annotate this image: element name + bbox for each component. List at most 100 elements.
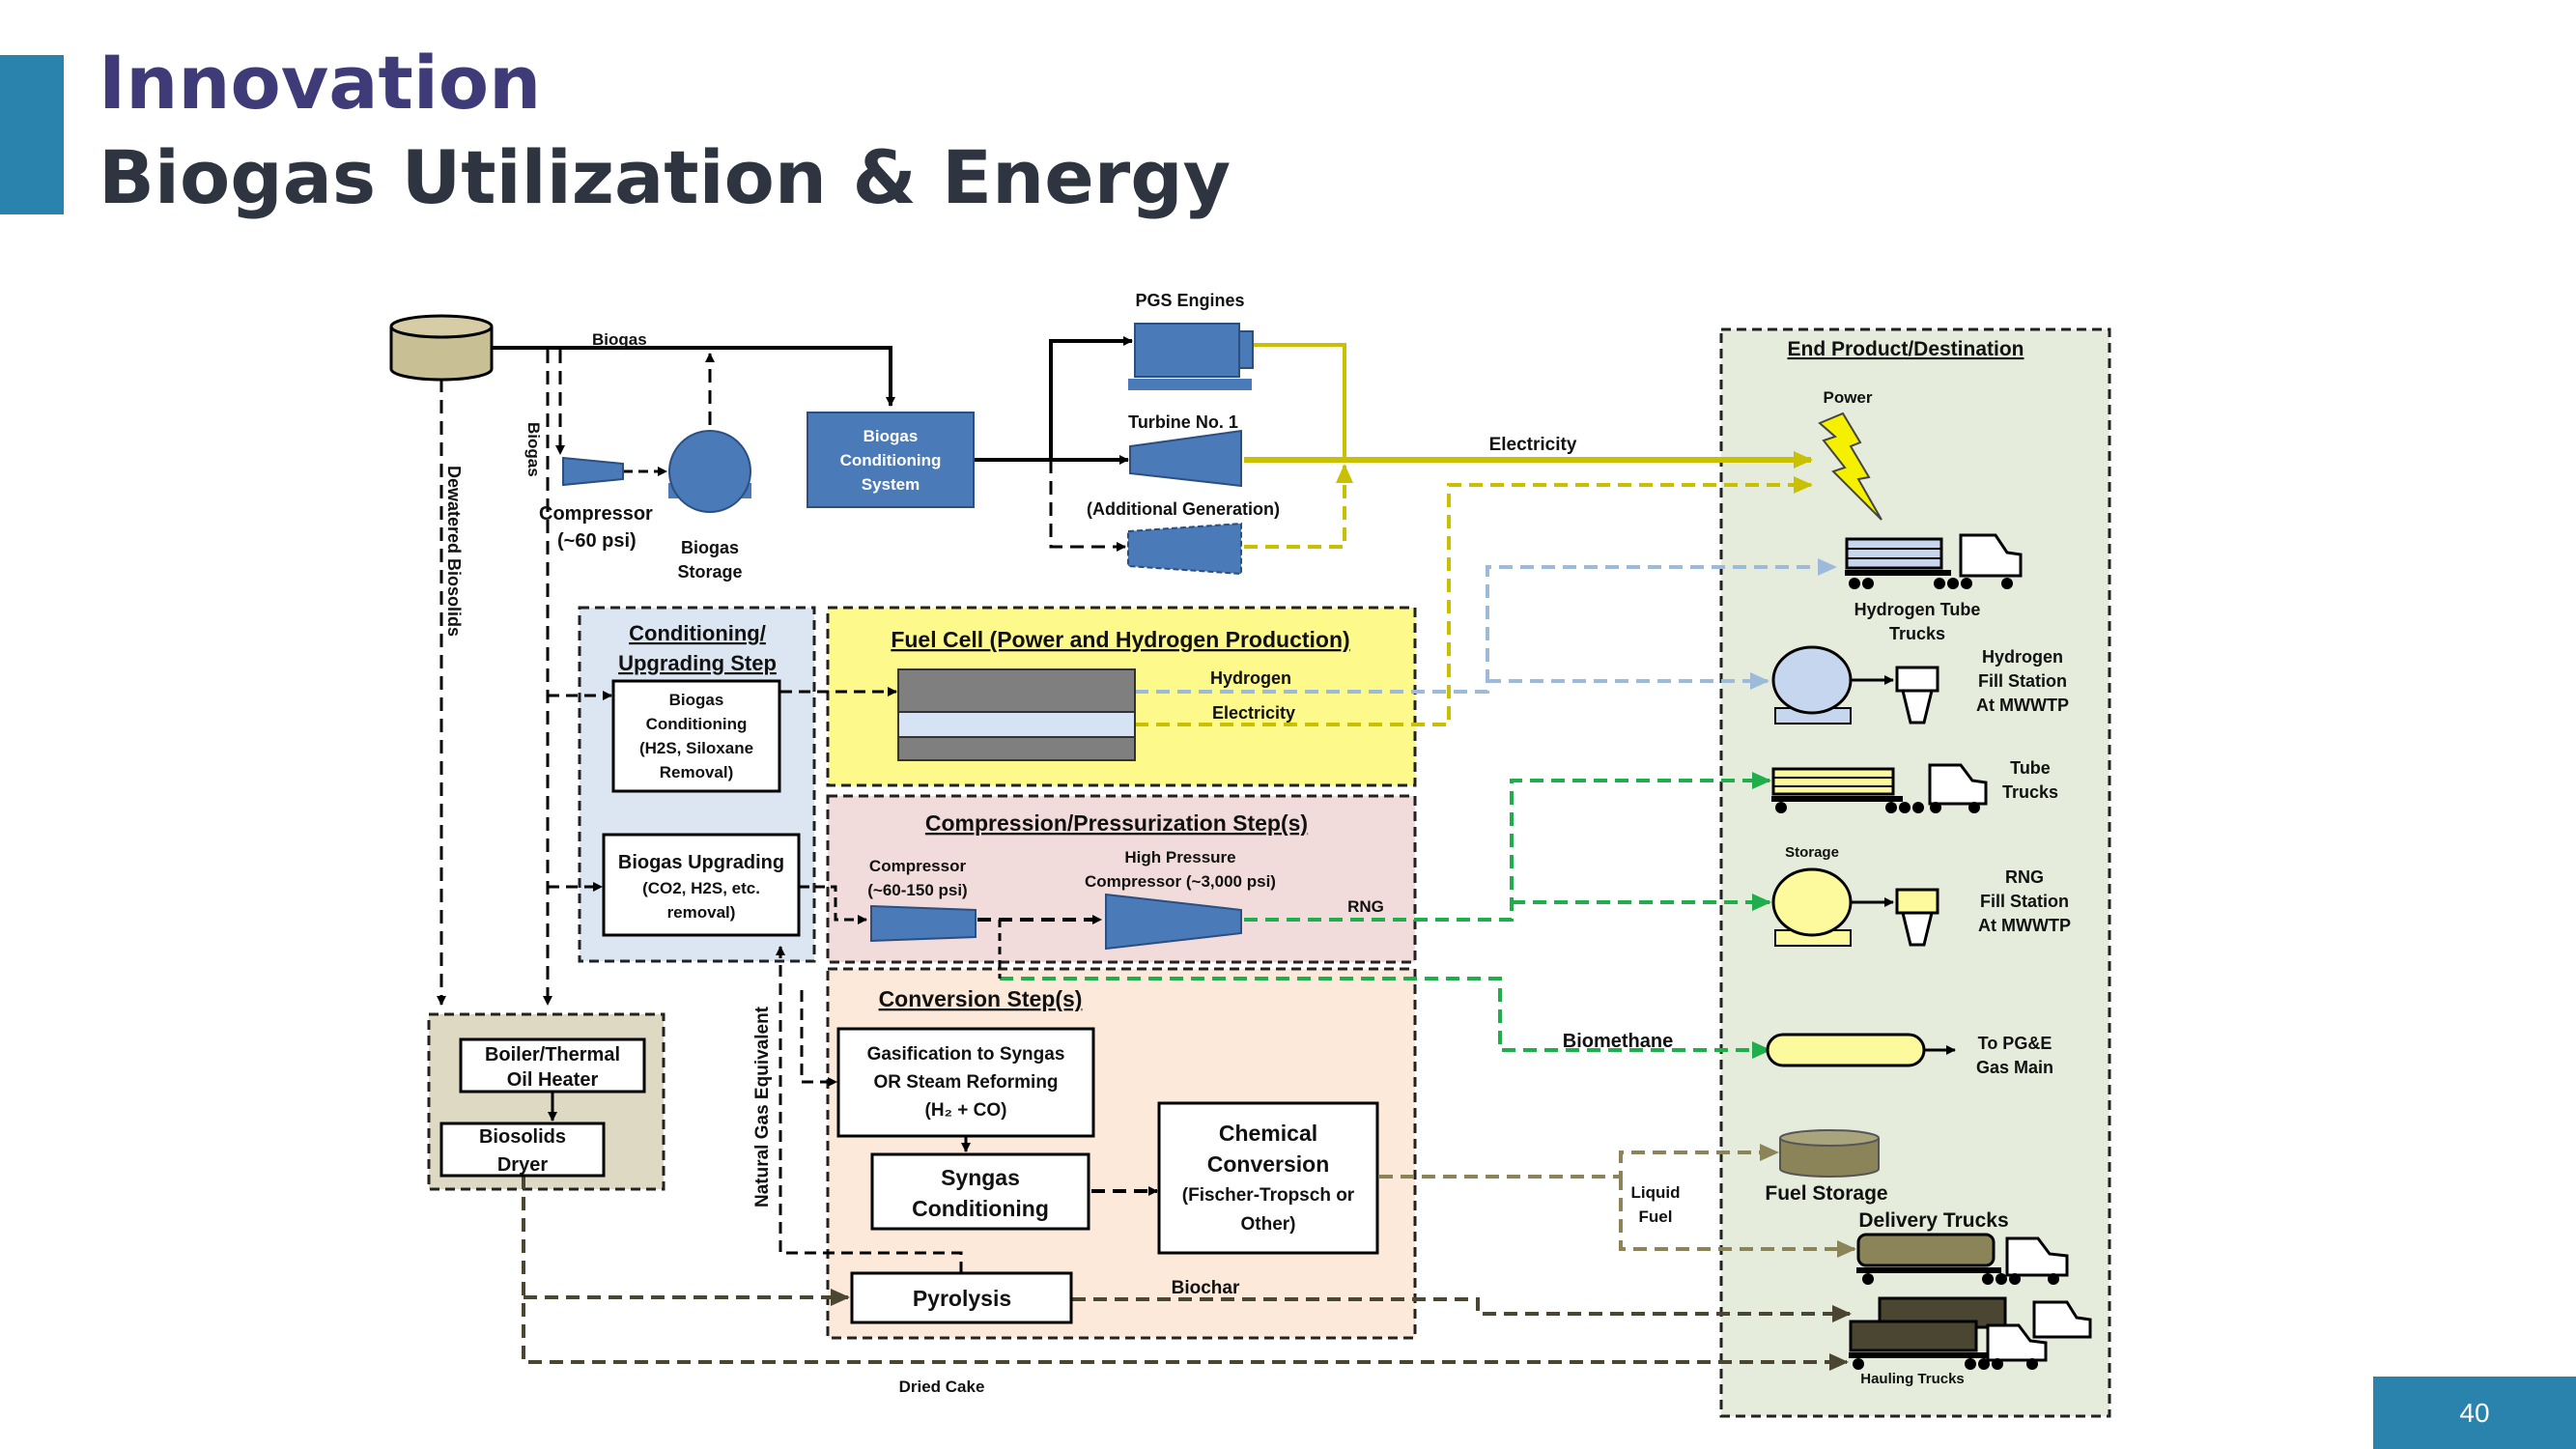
upgrading-label-1: Biogas Upgrading bbox=[618, 852, 784, 873]
fuel-cell-stack bbox=[897, 668, 1136, 761]
rng-storage-icon bbox=[1771, 867, 1853, 947]
gasification-box bbox=[836, 1027, 1095, 1138]
pyrolysis-label: Pyrolysis bbox=[913, 1286, 1011, 1311]
digester-tank-icon bbox=[389, 314, 494, 382]
rng-dispenser-icon bbox=[1895, 888, 1939, 947]
compression-title: Compression/Pressurization Step(s) bbox=[925, 810, 1308, 836]
tube-trucks-label-1: Tube bbox=[2010, 758, 2051, 778]
hydrogen-trucks-label-2: Trucks bbox=[1889, 624, 1945, 643]
compressor-psi-label: (~60 psi) bbox=[557, 530, 637, 552]
hauling-truck-icon bbox=[1849, 1296, 2092, 1370]
boiler-box bbox=[459, 1037, 646, 1094]
biogas-vertical-label: Biogas bbox=[524, 422, 543, 477]
fuelcell-electricity-line bbox=[1135, 476, 1813, 726]
bcs-label-1: Biogas bbox=[863, 427, 919, 445]
additional-generation-icon bbox=[1127, 522, 1242, 576]
to-gasification-line bbox=[800, 990, 837, 1087]
pgs-engines-label: PGS Engines bbox=[1135, 291, 1244, 310]
power-lightning-icon bbox=[1818, 412, 1882, 521]
slide-title: Innovation bbox=[99, 40, 542, 126]
hydrogen-station-label-1: Hydrogen bbox=[1982, 647, 2063, 667]
page-number: 40 bbox=[2373, 1377, 2576, 1449]
chemical-label-4: Other) bbox=[1241, 1214, 1296, 1235]
bcs-label-3: System bbox=[862, 475, 920, 494]
biogas-conditioning-system bbox=[807, 412, 975, 508]
hydrogen-station-label-3: At MWWTP bbox=[1976, 696, 2069, 715]
biogas-label: Biogas bbox=[592, 330, 647, 349]
electricity-line-additional bbox=[1244, 464, 1353, 549]
upgrading-label-2: (CO2, H2S, etc. bbox=[642, 879, 760, 897]
liquid-fuel-line-storage bbox=[1379, 1144, 1779, 1179]
accent-bar bbox=[0, 55, 64, 214]
rng-label: RNG bbox=[1347, 897, 1384, 916]
dried-cake-label: Dried Cake bbox=[899, 1378, 985, 1396]
biogas-upgrading-box bbox=[602, 833, 801, 937]
dryer-label-2: Dryer bbox=[497, 1154, 548, 1176]
electricity-label: Electricity bbox=[1489, 435, 1577, 455]
fuel-cell-electricity-label: Electricity bbox=[1212, 703, 1295, 723]
end-product-title: End Product/Destination bbox=[1787, 338, 2024, 360]
compressor-label: Compressor bbox=[539, 503, 653, 525]
chemical-label-3: (Fischer-Tropsch or bbox=[1182, 1185, 1355, 1206]
biomethane-label: Biomethane bbox=[1563, 1031, 1673, 1052]
gasification-label-2: OR Steam Reforming bbox=[873, 1072, 1058, 1093]
pge-label-2: Gas Main bbox=[1976, 1058, 2053, 1077]
syngas-label-2: Conditioning bbox=[912, 1196, 1049, 1221]
fuel-storage-label: Fuel Storage bbox=[1765, 1182, 1887, 1205]
fuel-cell-title: Fuel Cell (Power and Hydrogen Production… bbox=[891, 627, 1349, 652]
dryer-label-1: Biosolids bbox=[479, 1126, 566, 1148]
boiler-label-1: Boiler/Thermal bbox=[485, 1044, 620, 1065]
biogas-conditioning-box bbox=[611, 679, 781, 793]
pgs-engine-icon bbox=[1128, 323, 1254, 390]
gas-main-pipe-icon bbox=[1766, 1033, 1926, 1067]
dried-cake-line bbox=[522, 1176, 1849, 1371]
hydrogen-line-trucks bbox=[1135, 558, 1837, 694]
gasification-label-3: (H₂ + CO) bbox=[925, 1100, 1007, 1121]
conditioning-title-1: Conditioning/ bbox=[629, 621, 766, 645]
hydrogen-station-label-2: Fill Station bbox=[1978, 671, 2067, 691]
fuel-storage-tank-icon bbox=[1779, 1129, 1880, 1178]
bcs-label-2: Conditioning bbox=[840, 451, 942, 469]
syngas-label-1: Syngas bbox=[941, 1165, 1020, 1190]
compressor-150-label-2: (~60-150 psi) bbox=[867, 881, 967, 899]
rng-station-label-1: RNG bbox=[2005, 867, 2044, 887]
chemical-label-1: Chemical bbox=[1219, 1121, 1317, 1146]
bcs-to-additional-line bbox=[1049, 460, 1126, 552]
delivery-truck-icon bbox=[1856, 1233, 2069, 1285]
delivery-trucks-label: Delivery Trucks bbox=[1858, 1209, 2008, 1232]
tube-trucks-label-2: Trucks bbox=[2002, 782, 2058, 802]
hp-compressor-label-2: Compressor (~3,000 psi) bbox=[1085, 872, 1276, 891]
biomethane-line bbox=[1000, 977, 1771, 1059]
rng-station-label-2: Fill Station bbox=[1980, 892, 2069, 911]
hauling-trucks-label: Hauling Trucks bbox=[1860, 1371, 1965, 1387]
hydrogen-trucks-label-1: Hydrogen Tube bbox=[1854, 600, 1981, 619]
rng-line-tube-trucks bbox=[1244, 772, 1771, 922]
compressor-150-label-1: Compressor bbox=[869, 857, 967, 875]
bcs-to-engines-line bbox=[974, 336, 1133, 462]
turbine-icon bbox=[1129, 429, 1242, 488]
biosolids-dryer-box bbox=[439, 1122, 606, 1178]
biochar-label: Biochar bbox=[1172, 1278, 1240, 1298]
cond-box-label-4: Removal) bbox=[660, 763, 734, 781]
hydrogen-label: Hydrogen bbox=[1210, 668, 1291, 688]
slide-subtitle: Biogas Utilization & Energy bbox=[99, 134, 1231, 220]
cond-box-label-1: Biogas bbox=[669, 691, 724, 709]
compressor-60-150-icon bbox=[870, 904, 977, 943]
high-pressure-compressor-icon bbox=[1105, 893, 1242, 951]
additional-generation-label: (Additional Generation) bbox=[1087, 499, 1280, 519]
boiler-label-2: Oil Heater bbox=[507, 1069, 599, 1091]
hp-compressor-label-1: High Pressure bbox=[1124, 848, 1235, 867]
hydrogen-storage-icon bbox=[1771, 645, 1853, 724]
rng-station-label-3: At MWWTP bbox=[1978, 916, 2071, 935]
upgrading-label-3: removal) bbox=[667, 903, 736, 922]
biogas-main-line bbox=[493, 346, 895, 407]
biochar-line bbox=[1072, 1297, 1852, 1322]
chemical-conversion-box bbox=[1157, 1101, 1379, 1255]
dewatered-biosolids-label: Dewatered Biosolids bbox=[444, 466, 464, 637]
electricity-line-engines bbox=[1244, 343, 1346, 460]
pyrolysis-box bbox=[850, 1271, 1073, 1324]
rng-tube-truck-icon bbox=[1771, 763, 1988, 813]
storage-label-2: Storage bbox=[677, 562, 742, 582]
storage-small-label: Storage bbox=[1785, 844, 1839, 861]
cond-box-label-3: (H2S, Siloxane bbox=[639, 739, 753, 757]
